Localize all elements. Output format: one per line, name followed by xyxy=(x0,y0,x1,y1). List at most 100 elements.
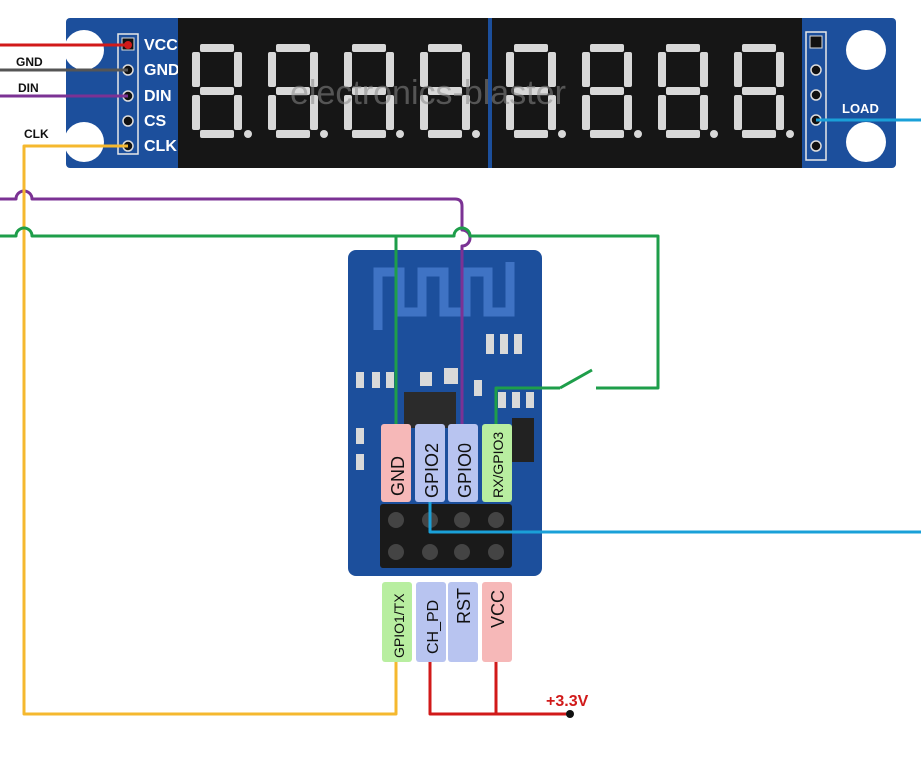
segment xyxy=(234,52,242,87)
segment xyxy=(666,87,700,95)
seven-segment-digit xyxy=(734,44,794,138)
segment xyxy=(268,52,276,87)
segment xyxy=(344,95,352,130)
segment xyxy=(192,52,200,87)
segment xyxy=(514,44,548,52)
segment xyxy=(590,130,624,138)
esp-chip xyxy=(404,392,456,428)
pin-label-clk: CLK xyxy=(144,138,177,155)
pin-label-load: LOAD xyxy=(842,101,879,116)
segment xyxy=(514,130,548,138)
segment xyxy=(192,95,200,130)
din-wire xyxy=(0,189,472,424)
seven-segment-digit xyxy=(344,44,404,138)
right-header xyxy=(805,31,827,161)
segment xyxy=(658,52,666,87)
segment xyxy=(310,52,318,87)
power-wire xyxy=(428,662,570,716)
decimal-point xyxy=(320,130,328,138)
esp-pin-label-gnd: GND xyxy=(388,456,408,496)
decimal-point xyxy=(634,130,642,138)
wire-label-clk: CLK xyxy=(24,127,49,141)
segment xyxy=(514,87,548,95)
pin-pad xyxy=(122,115,134,127)
esp-pin-label-gpio2: GPIO2 xyxy=(422,443,442,498)
segment xyxy=(352,44,386,52)
junction-dot xyxy=(124,41,132,49)
segment xyxy=(268,95,276,130)
segment xyxy=(590,44,624,52)
segment xyxy=(386,52,394,87)
pin-label-din: DIN xyxy=(144,88,172,105)
wire-label-gnd: GND xyxy=(16,55,43,69)
pin-box-gpio2 xyxy=(415,424,445,502)
segment xyxy=(276,44,310,52)
segment xyxy=(700,52,708,87)
segment xyxy=(742,44,776,52)
segment xyxy=(200,130,234,138)
pin-pad xyxy=(810,140,822,152)
segment xyxy=(776,95,784,130)
pin-pad xyxy=(810,64,822,76)
seven-segment-digit xyxy=(420,44,480,138)
segment xyxy=(666,44,700,52)
segment xyxy=(624,52,632,87)
mounting-hole xyxy=(64,122,104,162)
wire-label-din: DIN xyxy=(18,81,39,95)
decimal-point xyxy=(558,130,566,138)
mounting-hole xyxy=(64,30,104,70)
segment xyxy=(734,95,742,130)
decimal-point xyxy=(396,130,404,138)
segment xyxy=(506,52,514,87)
esp-pin-label-ch-pd: CH_PD xyxy=(425,600,442,654)
segment xyxy=(386,95,394,130)
wires xyxy=(0,43,921,716)
segment xyxy=(590,87,624,95)
segment xyxy=(624,95,632,130)
segment xyxy=(200,87,234,95)
segment xyxy=(420,95,428,130)
esp-pin-label-tx: GPIO1/TX xyxy=(391,593,407,658)
esp-module: GND GPIO2 GPIO0 RX/GPIO3 GPIO1/TX CH_PD … xyxy=(348,250,542,662)
segment xyxy=(352,130,386,138)
segment xyxy=(776,52,784,87)
esp-pin-label-vcc: VCC xyxy=(488,590,508,628)
seven-segment-digit xyxy=(658,44,718,138)
segment xyxy=(200,44,234,52)
decimal-point xyxy=(786,130,794,138)
segment xyxy=(428,130,462,138)
seven-segment-digit xyxy=(268,44,328,138)
seven-segment-digit xyxy=(506,44,566,138)
decimal-point xyxy=(244,130,252,138)
power-terminal xyxy=(566,710,574,718)
segment xyxy=(582,95,590,130)
pin-label-vcc: VCC xyxy=(144,37,178,54)
pin-label-gnd: GND xyxy=(144,62,180,79)
esp-header xyxy=(380,504,512,568)
load-wire xyxy=(428,502,921,534)
watermark: electronics-blaster xyxy=(290,74,566,112)
segment xyxy=(666,130,700,138)
segment xyxy=(428,87,462,95)
decimal-point xyxy=(472,130,480,138)
segment xyxy=(548,52,556,87)
segment xyxy=(276,87,310,95)
segment xyxy=(506,95,514,130)
segment xyxy=(352,87,386,95)
pin-box-gpio0 xyxy=(448,424,478,502)
seven-segment-digit xyxy=(582,44,642,138)
segment xyxy=(462,95,470,130)
decimal-point xyxy=(710,130,718,138)
pin-box-gnd xyxy=(381,424,411,502)
segment xyxy=(310,95,318,130)
mounting-hole xyxy=(846,30,886,70)
pin-pad xyxy=(810,89,822,101)
switch-lever xyxy=(559,368,593,390)
clk-wire xyxy=(22,144,398,716)
esp-pin-label-rx: RX/GPIO3 xyxy=(490,432,506,498)
segment xyxy=(658,95,666,130)
segment xyxy=(234,95,242,130)
segment xyxy=(734,52,742,87)
